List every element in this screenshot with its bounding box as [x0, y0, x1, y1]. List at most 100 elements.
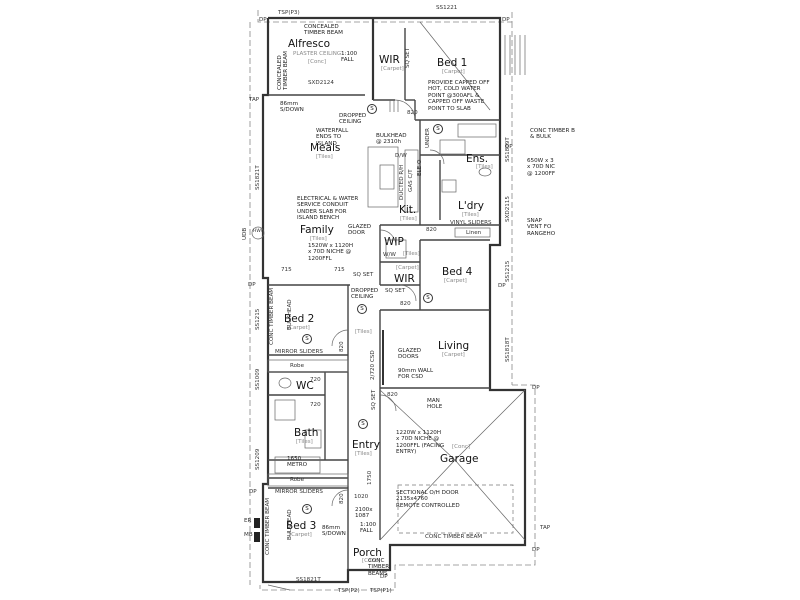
note-porch-fall: 1:100 FALL	[360, 522, 377, 535]
note-mirror-sliders-a: MIRROR SLIDERS	[275, 349, 323, 355]
eave-line-garage	[259, 384, 536, 591]
room-bed3: Bed 3	[286, 520, 317, 532]
roof-hip-lines	[267, 21, 491, 591]
kitchen-bench	[404, 149, 419, 213]
room-family: Family	[300, 224, 334, 236]
room-ensuite: Ens.	[466, 153, 489, 165]
note-man-hole: MAN HOLE	[427, 398, 443, 411]
dim-720-a: 720	[310, 377, 321, 383]
wip-finish: [Tiles]	[403, 251, 420, 257]
edge-tsp-p2: TSP(P2)	[338, 588, 360, 594]
eave-line-top	[257, 10, 513, 23]
note-dw: D/W	[395, 153, 407, 159]
note-conc-beam-garage: CONC TIMBER BEAM	[425, 534, 483, 540]
note-csd: 2/720 CSD	[370, 350, 376, 380]
smoke-detector-5: S	[358, 419, 368, 429]
smoke-detector-2: S	[423, 293, 433, 303]
edge-dp-right-low: DP	[532, 385, 540, 391]
room-meals: Meals	[310, 142, 341, 154]
note-porch-size: 2100x 1087	[355, 507, 373, 520]
note-waterfall: WATERFALL ENDS TO ISLAND	[316, 128, 349, 147]
cooktop	[379, 164, 395, 190]
note-dropped-ceiling-b: DROPPED CEILING	[351, 288, 379, 301]
dim-1020: 1020	[354, 494, 369, 500]
edge-dp-right-bot: DP	[532, 547, 540, 553]
bed3-finish: [Carpet]	[289, 532, 312, 538]
room-porch: Porch	[353, 547, 382, 559]
alfresco-finish-2: [Conc]	[308, 59, 327, 65]
note-under: UNDER	[425, 127, 431, 148]
note-sq-set-a: SQ SET	[405, 47, 411, 68]
hwu-circle	[251, 226, 265, 240]
dim-820-b: 820	[426, 227, 437, 233]
dim-720-b: 720	[310, 402, 321, 408]
dim-820-e: 820	[339, 493, 345, 504]
ensuite-toilet	[478, 167, 492, 177]
garage-finish: [Conc]	[452, 444, 471, 450]
alfresco-finish: PLASTER CEILING	[293, 51, 342, 57]
bath-tub	[274, 456, 321, 474]
linen-cupboard	[454, 227, 491, 238]
edge-dp-porch: DP	[380, 574, 388, 580]
dim-715-a: 715	[281, 267, 292, 273]
note-glazed-doors: GLAZED DOORS	[398, 348, 422, 361]
note-ens-niche: 650W x 3 x 70D NIC @ 1200FF	[527, 158, 556, 177]
room-laundry: L'dry	[458, 200, 484, 212]
note-conc-beam-bed2: CONC TIMBER BEAM	[269, 287, 275, 345]
edge-tsp-p1: TSP(P1)	[370, 588, 392, 594]
room-bed1: Bed 1	[437, 57, 468, 69]
note-ele-o: ELE O	[417, 159, 423, 176]
edge-sxd2115: SXD2115	[505, 196, 511, 222]
edge-ss1821t-bottom: SS1821T	[296, 577, 321, 583]
note-concealed-beam-left: CONCEALED TIMBER BEAM	[277, 51, 290, 90]
entry-finish: [Tiles]	[355, 451, 372, 457]
dim-820-a: 820	[407, 110, 418, 116]
laundry-trough	[441, 179, 457, 193]
room-garage: Garage	[440, 453, 479, 465]
note-ww: W/W	[383, 252, 396, 258]
family-finish: [Tiles]	[310, 236, 327, 242]
bath-shower	[274, 399, 296, 421]
note-electrical: ELECTRICAL & WATER SERVICE CONDUIT UNDER…	[297, 196, 359, 222]
edge-ss1215-left: SS1215	[255, 308, 261, 330]
smoke-detector-6: S	[302, 504, 312, 514]
ldry-finish: [Tiles]	[462, 212, 479, 218]
note-alfresco-fall: 1:100 FALL	[341, 51, 358, 64]
bed4-finish: [Carpet]	[444, 278, 467, 284]
dim-715-b: 715	[334, 267, 345, 273]
note-sq-set-d: SQ SET	[371, 389, 377, 410]
note-linen: Linen	[466, 230, 482, 236]
edge-dp-bottom-left: DP	[249, 489, 257, 495]
bath-finish: [Tiles]	[296, 439, 313, 445]
smoke-detector-7: S	[433, 124, 443, 134]
dim-820-d: 820	[387, 392, 398, 398]
note-snap: SNAP VENT FO RANGEHO	[527, 218, 556, 237]
smoke-detector-4: S	[302, 334, 312, 344]
garage-hip-lines	[379, 389, 526, 541]
note-concealed-beam-top: CONCEALED TIMBER BEAM	[304, 24, 343, 37]
kit-finish: [Tiles]	[400, 216, 417, 222]
wir1-finish: [Carpet]	[381, 66, 404, 72]
robe-bed3	[267, 473, 349, 487]
note-conc-beam-right: CONC TIMBER B & BULK	[530, 128, 575, 141]
room-wip: WIP	[384, 236, 404, 248]
note-garage-niche: 1220W x 1120H x 70D NICHE @ 1200FFL (FAC…	[396, 430, 445, 456]
pantry-shelves	[385, 239, 407, 259]
dropped-ceiling-steps	[389, 100, 399, 112]
edge-mb: MB	[244, 532, 253, 538]
note-sq-set-c: SQ SET	[385, 288, 406, 294]
wc-toilet	[278, 377, 292, 389]
bed2-finish: [Carpet]	[287, 325, 310, 331]
edge-dp-tl: DP	[259, 17, 267, 23]
edge-ss1821t-left: SS1821T	[255, 165, 261, 190]
note-sxd2124: SXD2124	[308, 80, 334, 86]
dim-1750: 1750	[367, 470, 373, 485]
room-wir-2: WIR	[394, 273, 415, 285]
room-bed4: Bed 4	[442, 266, 473, 278]
note-vinyl: VINYL SLIDERS	[450, 220, 492, 226]
edge-tsp-p3: TSP(P3)	[278, 10, 300, 16]
edge-hwu: HWU	[253, 229, 265, 234]
meals-finish: [Tiles]	[316, 154, 333, 160]
edge-ss1009: SS1009	[255, 368, 261, 390]
